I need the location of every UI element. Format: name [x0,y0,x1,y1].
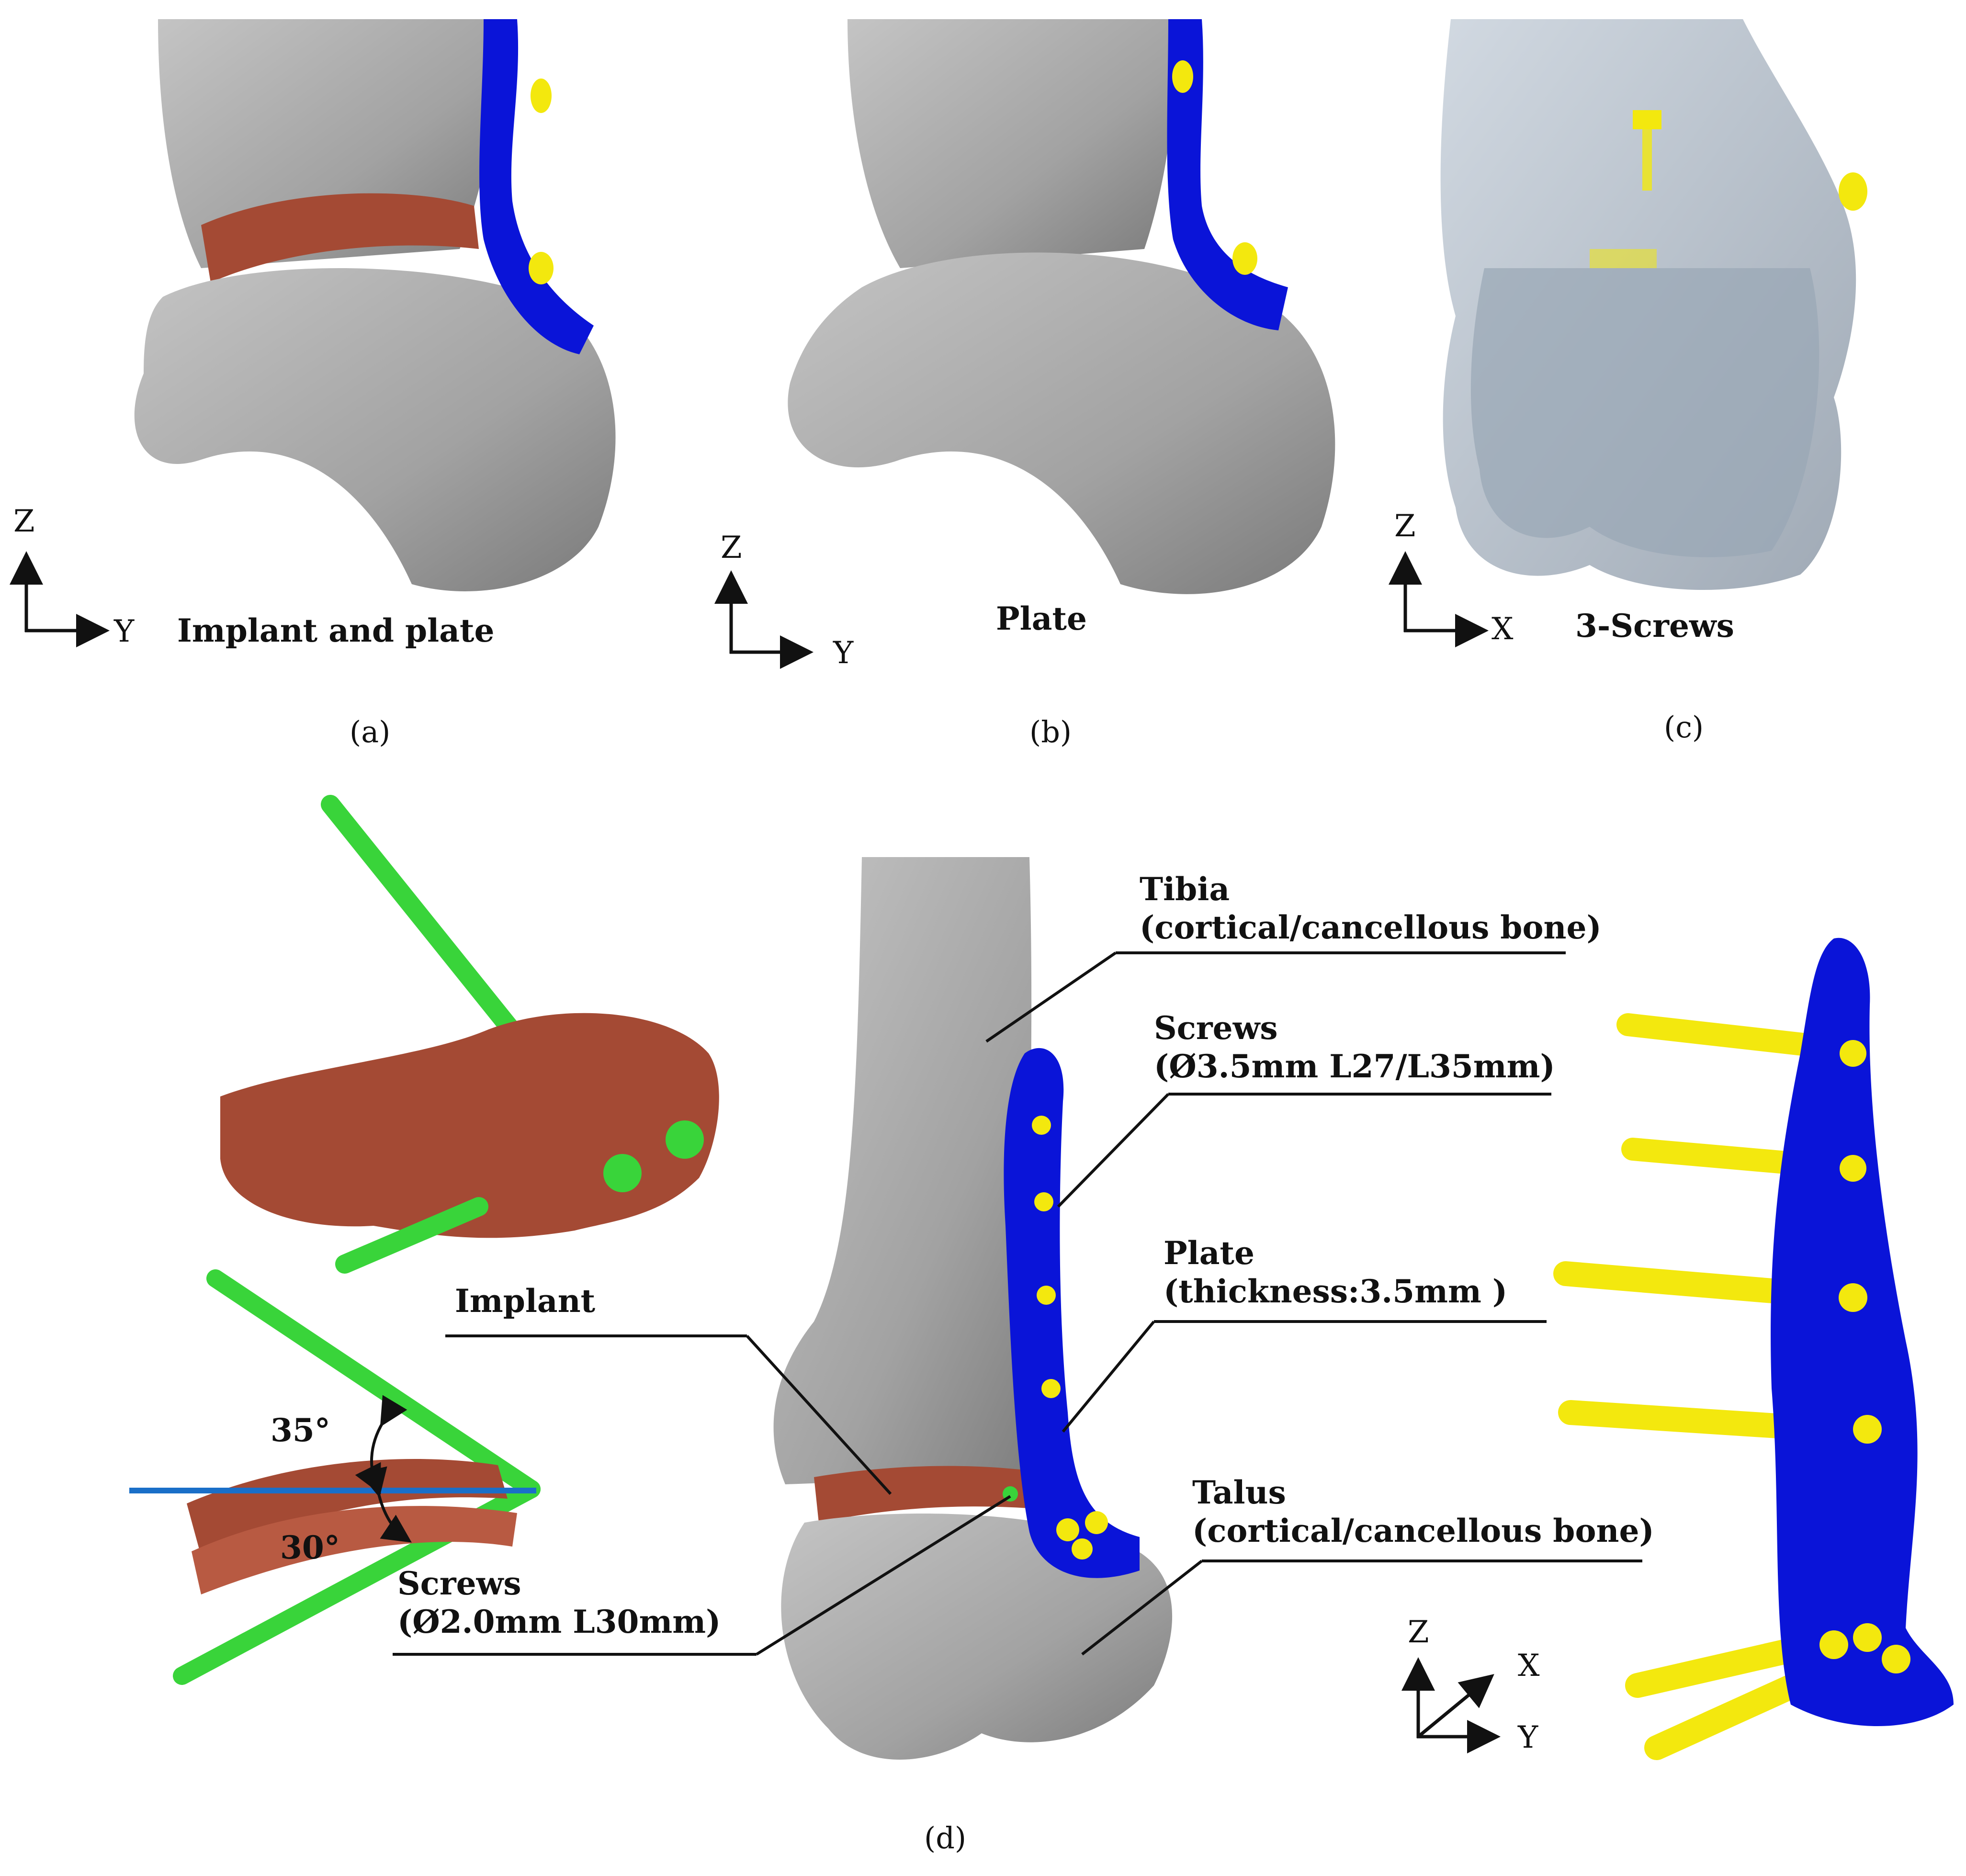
axis-label-x: X [1518,1648,1540,1684]
plate-shape [479,19,594,354]
label-tibia: Tibia [1140,870,1230,908]
panel-b-model [788,19,1335,594]
leader-line [756,1495,1011,1656]
panel-title: Implant and plate [177,612,494,649]
panel-caption: (a) [350,714,390,749]
axis-label-z: Z [1394,509,1415,544]
panel-c: Z X 3-Screws (c) [1389,19,1867,745]
screw-head [529,252,554,284]
panel-caption: (c) [1664,710,1704,745]
label-plate-spec: (thickness:3.5mm ) [1164,1273,1507,1310]
screw-head [666,1120,704,1159]
screw-head [1819,1630,1848,1659]
panel-c-model [1440,19,1867,590]
label-implant: Implant [455,1282,596,1320]
leader-line [746,1334,892,1495]
panel-title: Plate [996,600,1087,637]
implant-shape [187,1458,508,1556]
leader-line [1057,1093,1170,1208]
plate-with-screws-view [1553,938,1954,1760]
green-screw [206,1269,541,1498]
screw-head [1032,1116,1051,1135]
plate-shape [1167,19,1288,330]
panel-d: 35° 30° Screws (Ø2.0mm L30mm) Tibia (cor… [129,795,1954,1855]
tibia-shape [847,19,1174,268]
translucent-bone-inner [1470,268,1819,557]
screw-head [1072,1538,1093,1560]
tibia-shape [773,857,1054,1484]
green-screw [335,1197,488,1274]
screw-head [603,1154,642,1192]
screw-head [1840,1040,1866,1067]
screw-head [1034,1192,1053,1211]
talus-shape [134,268,616,591]
screw-head [531,79,552,113]
screw-head [1633,110,1661,129]
screw-shaft [1642,128,1652,191]
talus-shape [788,252,1335,594]
angle-arc-lower [359,1466,412,1543]
label-talus: Talus [1192,1474,1286,1511]
axis-label-y: Y [113,614,135,649]
screw-head [1056,1518,1079,1541]
panel-b: Z Y Plate (b) [714,19,1335,749]
implant-shape [220,1013,719,1238]
screw-head [1085,1511,1108,1534]
panel-title: 3-Screws [1575,607,1734,644]
implant-shape [814,1466,1029,1523]
axis-label-z: Z [13,504,34,539]
panel-a-model [134,19,616,591]
screw-head [1041,1379,1061,1398]
implant-shape [201,193,479,283]
implant-with-screws-view [220,795,719,1274]
plate-shape [1771,938,1954,1726]
axis-label-x: X [1491,611,1514,647]
label-screws-implant-spec: (Ø2.0mm L30mm) [397,1603,721,1640]
screw-head [1232,242,1257,275]
panel-caption: (d) [924,1820,966,1855]
implant-shape-lower [192,1506,517,1594]
leader-line [985,951,1117,1043]
axis-label-y: Y [833,635,854,671]
label-plate: Plate [1164,1234,1254,1272]
label-screws-plate: Screws [1154,1009,1278,1047]
screw-shaft [1590,249,1657,268]
screw-head [1172,60,1193,93]
label-tibia-detail: (cortical/cancellous bone) [1140,909,1602,946]
ankle-model [773,857,1173,1760]
yellow-screw [1616,1013,1831,1058]
axis-label-y: Y [1517,1720,1538,1755]
screw-head [1839,1283,1867,1312]
screw-head [1853,1623,1882,1652]
implant-angle-view: 35° 30° Screws (Ø2.0mm L30mm) [129,1269,757,1685]
screw-head [1882,1645,1910,1673]
panel-caption: (b) [1029,714,1072,749]
label-screws-plate-spec: (Ø3.5mm L27/L35mm) [1154,1048,1555,1085]
axis-label-z: Z [1408,1615,1429,1650]
leader-line [1081,1560,1203,1656]
angle-label-upper: 35° [271,1412,330,1449]
axis-label-z: Z [721,530,742,565]
panel-a: Z Y Implant and plate (a) [10,19,616,749]
plate-shape [1004,1048,1140,1578]
axis-arrow-depth [1417,1674,1494,1738]
angle-label-lower: 30° [280,1529,340,1566]
label-talus-detail: (cortical/cancellous bone) [1192,1512,1654,1549]
leader-line [1062,1321,1155,1433]
screw-head [1839,172,1867,211]
callouts: Tibia (cortical/cancellous bone) Screws … [445,870,1654,1656]
screw-head [1037,1286,1056,1305]
label-screws-implant: Screws [397,1565,521,1602]
screw-head [1853,1415,1882,1444]
screw-head [1840,1155,1866,1182]
